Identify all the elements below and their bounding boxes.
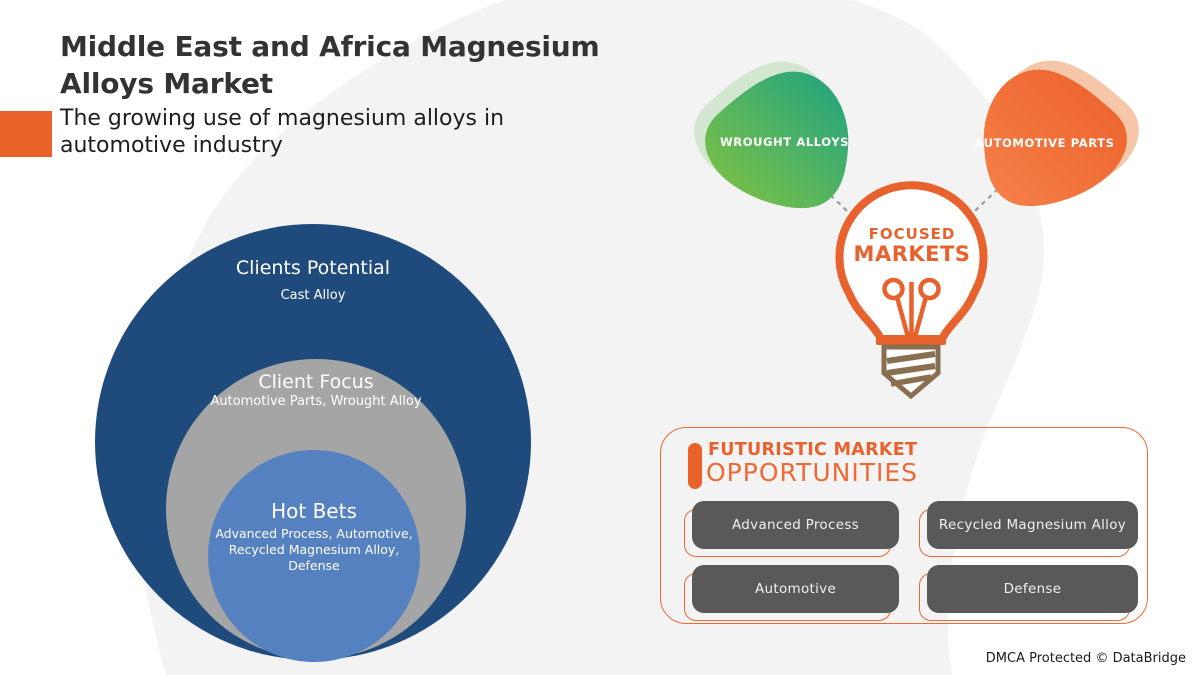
orange-blob-shape	[983, 60, 1139, 207]
accent-square	[0, 111, 52, 157]
opportunity-item-automotive: Automotive	[684, 565, 899, 621]
opportunity-item-advanced-process: Advanced Process	[684, 501, 899, 557]
hot-bets-circle	[208, 450, 420, 662]
clients-potential-label: Clients Potential	[235, 257, 391, 279]
focused-markets-label-line1: FOCUSED	[868, 225, 956, 243]
client-focus-sub: Automotive Parts, Wrought Alloy	[210, 394, 422, 409]
clients-potential-sub: Cast Alloy	[280, 288, 346, 303]
page-title-line2: Alloys Market	[60, 67, 273, 100]
page-title-line1: Middle East and Africa Magnesium	[60, 30, 600, 63]
hot-bets-sub-line3: Defense	[288, 558, 340, 573]
opportunity-item-label: Defense	[927, 565, 1138, 613]
green-blob-shape	[694, 61, 849, 209]
client-focus-label: Client Focus	[258, 371, 374, 393]
opportunity-item-defense: Defense	[919, 565, 1138, 621]
opportunities-heading-line2: OPPORTUNITIES	[706, 458, 919, 487]
opportunities-heading-line1: FUTURISTIC MARKET	[708, 440, 918, 460]
page-subtitle-line1: The growing use of magnesium alloys in	[60, 106, 505, 131]
wrought-alloys-label: WROUGHT ALLOYS	[719, 135, 850, 149]
hot-bets-sub-line2: Recycled Magnesium Alloy,	[228, 542, 400, 557]
opportunities-panel: FUTURISTIC MARKET OPPORTUNITIES Advanced…	[660, 427, 1148, 624]
page-title: Middle East and Africa Magnesium Alloys …	[60, 28, 600, 102]
focused-markets-label-line2: MARKETS	[853, 242, 971, 266]
page-subtitle-line2: automotive industry	[60, 133, 283, 158]
opportunity-item-label: Recycled Magnesium Alloy	[927, 501, 1138, 549]
focused-markets-diagram	[694, 60, 1139, 400]
automotive-parts-label: AUTOMOTIVE PARTS	[974, 136, 1115, 150]
bulb-outline	[835, 181, 988, 341]
heading-accent-pill	[688, 443, 702, 489]
opportunity-item-label: Automotive	[692, 565, 899, 613]
opportunity-item-label: Advanced Process	[692, 501, 899, 549]
bulb-base	[876, 335, 946, 400]
hot-bets-label: Hot Bets	[271, 499, 357, 523]
page-subtitle: The growing use of magnesium alloys in a…	[60, 105, 504, 159]
hot-bets-sub-line1: Advanced Process, Automotive,	[215, 526, 413, 541]
bulb-filament	[882, 277, 941, 338]
hot-bets-sub: Advanced Process, Automotive, Recycled M…	[208, 526, 420, 574]
lightbulb-icon	[835, 181, 988, 400]
opportunity-item-recycled-magnesium-alloy: Recycled Magnesium Alloy	[919, 501, 1138, 557]
dmca-notice: DMCA Protected © DataBridge	[985, 651, 1186, 666]
